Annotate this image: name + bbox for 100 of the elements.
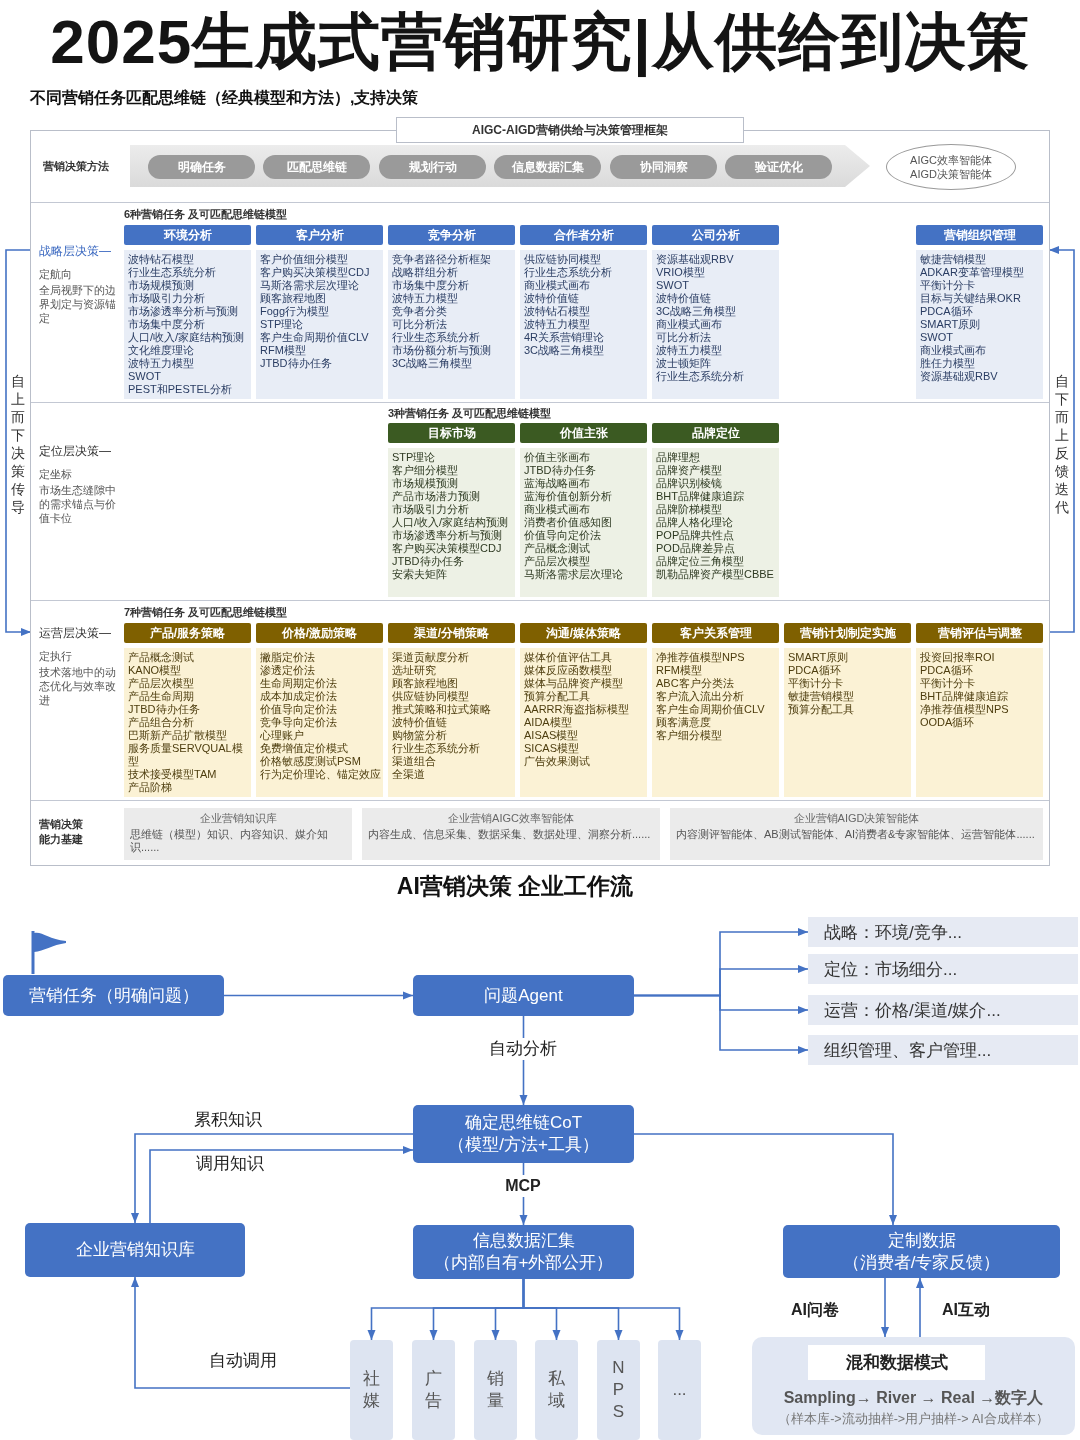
edge-label: 自上而下决策传导 xyxy=(10,372,26,516)
list-item: 客户生命周期价值CLV xyxy=(260,331,369,344)
list-item: SWOT xyxy=(656,279,689,292)
process-box xyxy=(413,1105,634,1163)
step-label: 验证优化 xyxy=(754,158,803,176)
list-item: 波特钻石模型 xyxy=(524,305,590,318)
list-item: STP理论 xyxy=(392,451,436,464)
list-item: 行为定价理论、锚定效应 xyxy=(260,768,381,781)
option-label: 运营：价格/渠道/媒介... xyxy=(824,999,1001,1022)
column-header: 营销组织管理 xyxy=(916,225,1043,245)
connector-arrow xyxy=(5,249,32,636)
column-header: 公司分析 xyxy=(652,225,779,245)
list-item: RFM模型 xyxy=(260,344,306,357)
list-item: 客户细分模型 xyxy=(656,729,722,742)
edge-label: 调用知识 xyxy=(193,1153,267,1175)
step-pill xyxy=(148,155,255,179)
list-item: PDCA循环 xyxy=(920,664,973,677)
process-box xyxy=(783,1225,1060,1278)
list-item: 文化维度理论 xyxy=(128,344,194,357)
list-item: 可比分析法 xyxy=(392,318,447,331)
list-item: SWOT xyxy=(920,331,953,344)
list-item: 供应链协同模型 xyxy=(392,690,469,703)
list-item: 媒体价值评估工具 xyxy=(524,651,612,664)
list-item: 价值导向定价法 xyxy=(524,529,601,542)
list-item: 客户购买决策模型CDJ xyxy=(260,266,370,279)
process-label: 确定思维链CoT xyxy=(464,1112,583,1134)
process-label: （内部自有+外部公开） xyxy=(433,1252,614,1274)
list-item: POD品牌差异点 xyxy=(656,542,735,555)
list-item: 品牌阶梯模型 xyxy=(656,503,722,516)
step-label: 匹配思维链 xyxy=(286,158,347,176)
connector-arrow xyxy=(916,1277,924,1338)
list-item: 竞争者路径分析框架 xyxy=(392,253,491,266)
list-item: 商业模式画布 xyxy=(524,503,590,516)
list-item: 产品阶梯 xyxy=(128,781,172,794)
list-item: 媒体与品牌资产模型 xyxy=(524,677,623,690)
list-item: 目标与关键结果OKR xyxy=(920,292,1021,305)
list-item: 行业生态系统分析 xyxy=(656,370,744,383)
mode-formula: Sampling→ River → Real →数字人 xyxy=(783,1388,1044,1408)
option-label: 定位：市场细分... xyxy=(824,958,958,981)
list-item: 资源基础观RBV xyxy=(920,370,998,383)
column-header: 竞争分析 xyxy=(388,225,515,245)
list-item: 客户生命周期价值CLV xyxy=(656,703,765,716)
list-item: 市场集中度分析 xyxy=(392,279,469,292)
list-item: 可比分析法 xyxy=(656,331,711,344)
process-label: 企业营销知识库 xyxy=(75,1239,195,1261)
list-item: 凯勒品牌资产模型CBBE xyxy=(656,568,774,581)
list-item: 全渠道 xyxy=(392,768,425,781)
list-item: 购物篮分析 xyxy=(392,729,447,742)
model-column xyxy=(652,423,779,597)
list-item: 波特钻石模型 xyxy=(128,253,194,266)
list-item: 平衡计分卡 xyxy=(920,279,975,292)
framework-frame xyxy=(30,117,1050,866)
source-label: 社媒 xyxy=(362,1368,381,1412)
list-item: 波士顿矩阵 xyxy=(656,357,711,370)
list-item: 波特五力模型 xyxy=(128,357,194,370)
capability-description: 思维链（模型）知识、内容知识、媒介知识...... xyxy=(130,828,329,854)
process-label: 信息数据汇集 xyxy=(472,1230,575,1252)
process-label: （消费者/专家反馈） xyxy=(842,1251,1001,1274)
list-item: 市场渗透率分析与预测 xyxy=(392,529,502,542)
capability-title: 企业营销AIGD决策智能体 xyxy=(793,811,920,825)
model-column xyxy=(652,225,779,399)
process-label: （模型/方法+工具） xyxy=(448,1134,599,1156)
list-item: 价值导向定价法 xyxy=(260,703,337,716)
layer-title: 营销决策方法 xyxy=(43,159,109,174)
list-item: 价格敏感度测试PSM xyxy=(260,755,361,768)
list-item: 渠道组合 xyxy=(392,755,436,768)
model-column xyxy=(652,623,779,797)
list-item: 渠道贡献度分析 xyxy=(392,651,469,664)
column-header: 渠道/分销策略 xyxy=(388,623,515,643)
connector-arrow xyxy=(149,1146,414,1224)
list-item: 市场吸引力分析 xyxy=(128,292,205,305)
list-item: ABC客户分类法 xyxy=(656,677,734,690)
layer-description: 全局视野下的边界划定与资源锚定 xyxy=(39,283,117,325)
source-box xyxy=(350,1340,393,1440)
step-pill xyxy=(725,155,832,179)
list-item: 顾客旅程地图 xyxy=(392,677,458,690)
column-header: 品牌定位 xyxy=(652,423,779,443)
process-box xyxy=(413,975,634,1016)
model-column xyxy=(124,623,251,797)
column-header: 合作者分析 xyxy=(520,225,647,245)
list-item: 3C战略三角模型 xyxy=(392,357,473,370)
source-label: 销量 xyxy=(486,1368,505,1412)
list-item: JTBD待办任务 xyxy=(260,357,332,370)
model-column xyxy=(916,623,1043,797)
list-item: VRIO模型 xyxy=(656,266,705,279)
list-item: 产品生命周期 xyxy=(128,690,194,703)
connector-arrow xyxy=(633,994,809,1054)
option-label: 组织管理、客户管理... xyxy=(824,1039,992,1062)
list-item: 产品层次模型 xyxy=(128,677,194,690)
source-label: 私域 xyxy=(547,1368,566,1412)
column-header: 价格/激励策略 xyxy=(256,623,383,643)
list-item: 品牌理想 xyxy=(656,451,700,464)
source-label: NPS xyxy=(611,1357,626,1423)
list-item: 波特价值链 xyxy=(524,292,579,305)
layer-subtitle: 定坐标 xyxy=(39,467,72,482)
step-pill xyxy=(610,155,717,179)
step-label: 信息数据汇集 xyxy=(511,158,584,176)
list-item: 广告效果测试 xyxy=(524,755,590,768)
list-item: JTBD待办任务 xyxy=(392,555,464,568)
list-item: JTBD待办任务 xyxy=(524,464,596,477)
